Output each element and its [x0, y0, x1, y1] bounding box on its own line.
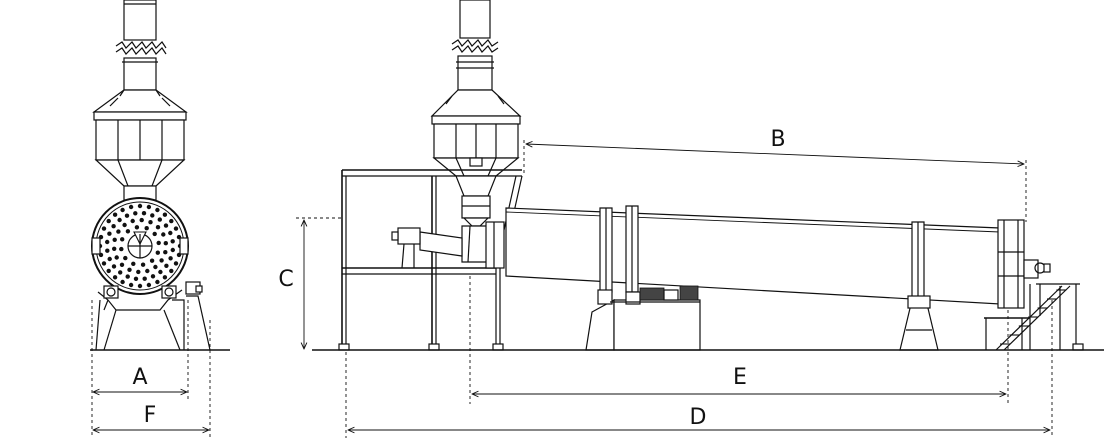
end-view-exhaust-duct: [115, 0, 167, 91]
end-view-drum: [91, 197, 203, 295]
dimension-d-label: D: [690, 405, 707, 430]
side-view-cyclone: [430, 89, 522, 177]
end-view: A F: [90, 0, 230, 438]
side-view-piers-and-drive: [585, 285, 939, 351]
side-view-support-frame: [338, 169, 523, 351]
dimension-b-label: B: [770, 127, 785, 152]
side-view-stairs-platform: [984, 283, 1084, 351]
end-view-dimensions: A F: [91, 300, 211, 438]
dimension-e-label: E: [733, 365, 747, 390]
side-view-drum: [505, 205, 1051, 309]
side-view-feed-inlet: [391, 175, 505, 269]
end-view-base: [90, 285, 230, 351]
dimension-b-line: [526, 144, 1024, 164]
end-view-cyclone: [92, 89, 188, 201]
side-view-dimensions: B C E D: [278, 127, 1053, 438]
side-view: B C E D: [278, 0, 1104, 438]
dimension-a-label: A: [132, 365, 147, 390]
dimension-f-label: F: [144, 403, 157, 428]
dimension-c-label: C: [278, 267, 293, 292]
side-view-exhaust-duct: [451, 0, 499, 91]
